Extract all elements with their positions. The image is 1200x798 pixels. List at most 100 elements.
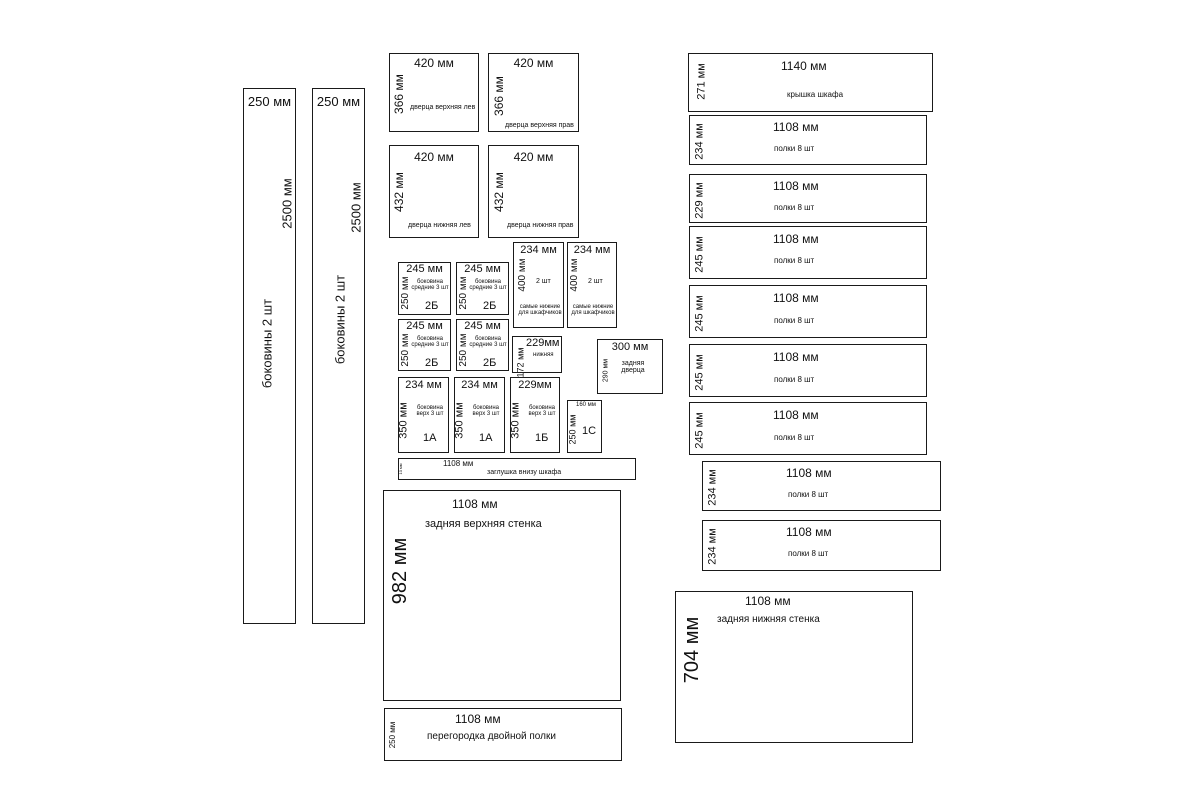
width-label: 420 мм xyxy=(414,150,454,164)
width-label: 1108 мм xyxy=(745,594,791,608)
length-label: 2500 мм xyxy=(279,178,295,229)
height-label: 234 мм xyxy=(693,123,706,160)
part-name: боковины 2 шт xyxy=(332,274,348,365)
panel-back-door: 300 мм 290 мм задняя дверца xyxy=(597,339,663,394)
part-name: боковина средние 3 шт xyxy=(469,279,507,292)
part-name: полки 8 шт xyxy=(788,549,829,558)
part-name: самые нижние для шкафчиков xyxy=(518,304,562,317)
width-label: 245 мм xyxy=(406,263,443,275)
height-label: 350 мм xyxy=(509,402,522,439)
panel-small-bottom: 229мм 172 мм нижняя xyxy=(512,336,562,377)
part-name: боковины 2 шт xyxy=(259,298,275,389)
height-label: 400 мм xyxy=(569,258,580,292)
count-label: 2 шт xyxy=(536,278,551,285)
height-label: 234 мм xyxy=(706,469,719,506)
length-label: 2500 мм xyxy=(348,182,364,233)
panel-top-2: 234 мм 350 мм боковина верх 3 шт 1А xyxy=(454,377,505,453)
height-label: 234 мм xyxy=(706,528,719,565)
panel-top-1: 234 мм 350 мм боковина верх 3 шт 1А xyxy=(398,377,449,453)
width-label: 229мм xyxy=(518,379,552,391)
panel-back-top: 1108 мм задняя верхняя стенка 982 мм xyxy=(383,490,621,701)
height-label: 432 мм xyxy=(392,172,406,212)
width-label: 1108 мм xyxy=(773,291,819,305)
height-label: 982 мм xyxy=(389,537,411,605)
part-name: перегородка двойной полки xyxy=(427,731,556,742)
code-label: 2Б xyxy=(483,300,497,312)
part-name: дверца верхняя прав xyxy=(505,122,574,129)
part-name: боковина верх 3 шт xyxy=(416,405,444,418)
part-name: полки 8 шт xyxy=(788,490,829,499)
width-label: 234 мм xyxy=(405,379,442,391)
width-label: 1108 мм xyxy=(443,459,474,468)
part-name: полки 8 шт xyxy=(774,316,815,325)
part-name: полки 8 шт xyxy=(774,433,815,442)
width-label: 1108 мм xyxy=(773,179,819,193)
panel-shelf-3: 1108 мм 245 мм полки 8 шт xyxy=(689,226,927,279)
panel-low-right: 234 мм 400 мм 2 шт самые нижние для шкаф… xyxy=(567,242,617,328)
panel-shelf-6: 1108 мм 245 мм полки 8 шт xyxy=(689,402,927,455)
panel-shelf-5: 1108 мм 245 мм полки 8 шт xyxy=(689,344,927,397)
code-label: 2Б xyxy=(425,300,439,312)
part-name: дверца нижняя прав xyxy=(507,222,574,229)
width-label: 1108 мм xyxy=(455,712,501,726)
code-label: 1А xyxy=(423,432,437,444)
part-name: полки 8 шт xyxy=(774,144,815,153)
width-label: 1140 мм xyxy=(781,59,827,73)
part-name: боковина верх 3 шт xyxy=(528,405,556,418)
width-label: 1108 мм xyxy=(786,525,832,539)
part-name: полки 8 шт xyxy=(774,203,815,212)
width-label: 245 мм xyxy=(406,320,443,332)
height-label: 350 мм xyxy=(397,402,410,439)
height-label: 704 мм xyxy=(681,616,703,684)
height-label: 250 мм xyxy=(567,414,578,445)
height-label: 245 мм xyxy=(693,412,706,449)
panel-shelf-4: 1108 мм 245 мм полки 8 шт xyxy=(689,285,927,338)
height-label: 366 мм xyxy=(492,76,506,116)
panel-door-top-right: 420 мм 366 мм дверца верхняя прав xyxy=(488,53,579,132)
code-label: 2Б xyxy=(483,357,497,369)
panel-shelf-7: 1108 мм 234 мм полки 8 шт xyxy=(702,461,941,511)
panel-door-bottom-right: 420 мм 432 мм дверца нижняя прав xyxy=(488,145,579,238)
width-label: 1108 мм xyxy=(773,232,819,246)
width-label: 250 мм xyxy=(316,94,361,109)
part-name: боковина средние 3 шт xyxy=(411,336,449,349)
panel-shelf-2: 1108 мм 229 мм полки 8 шт xyxy=(689,174,927,223)
height-label: 290 мм xyxy=(602,358,610,383)
part-name: задняя нижняя стенка xyxy=(717,614,820,625)
height-label: 245 мм xyxy=(693,236,706,273)
part-name: дверца верхняя лев xyxy=(410,104,476,111)
panel-plug: 10 мм 1108 мм заглушка внизу шкафа xyxy=(398,458,636,480)
part-name: дверца нижняя лев xyxy=(408,222,471,229)
height-label: 229 мм xyxy=(693,182,706,219)
width-label: 245 мм xyxy=(464,320,501,332)
part-name: самые нижние для шкафчиков xyxy=(571,304,615,317)
panel-top-3: 229мм 350 мм боковина верх 3 шт 1Б xyxy=(510,377,560,453)
height-label: 245 мм xyxy=(693,354,706,391)
part-name: крышка шкафа xyxy=(787,90,844,99)
panel-back-bottom: 1108 мм задняя нижняя стенка 704 мм xyxy=(675,591,913,743)
width-label: 234 мм xyxy=(573,244,611,256)
width-label: 420 мм xyxy=(513,150,554,164)
panel-shelf-1: 1108 мм 234 мм полки 8 шт xyxy=(689,115,927,165)
panel-shelf-8: 1108 мм 234 мм полки 8 шт xyxy=(702,520,941,571)
width-label: 234 мм xyxy=(520,244,557,256)
panel-small-1c: 160 мм 250 мм 1С xyxy=(567,400,602,453)
width-label: 1108 мм xyxy=(773,408,819,422)
panel-door-top-left: 420 мм 366 мм дверца верхняя лев xyxy=(389,53,479,132)
panel-mid-2: 245 мм 250 мм боковина средние 3 шт 2Б xyxy=(456,262,509,315)
part-name: нижняя xyxy=(533,352,554,358)
width-label: 420 мм xyxy=(513,56,554,70)
width-label: 1108 мм xyxy=(773,350,819,364)
height-label: 271 мм xyxy=(695,63,708,100)
count-label: 2 шт xyxy=(588,278,603,285)
height-label: 10 мм xyxy=(398,463,403,475)
part-name: боковина средние 3 шт xyxy=(469,336,507,349)
width-label: 420 мм xyxy=(414,56,454,70)
height-label: 366 мм xyxy=(392,74,406,114)
code-label: 1Б xyxy=(535,432,549,444)
panel-door-bottom-left: 420 мм 432 мм дверца нижняя лев xyxy=(389,145,479,238)
part-name: задняя верхняя стенка xyxy=(425,518,542,530)
part-name: полки 8 шт xyxy=(774,375,815,384)
panel-low-left: 234 мм 400 мм 2 шт самые нижние для шкаф… xyxy=(513,242,564,328)
panel-lid: 1140 мм 271 мм крышка шкафа xyxy=(688,53,933,112)
